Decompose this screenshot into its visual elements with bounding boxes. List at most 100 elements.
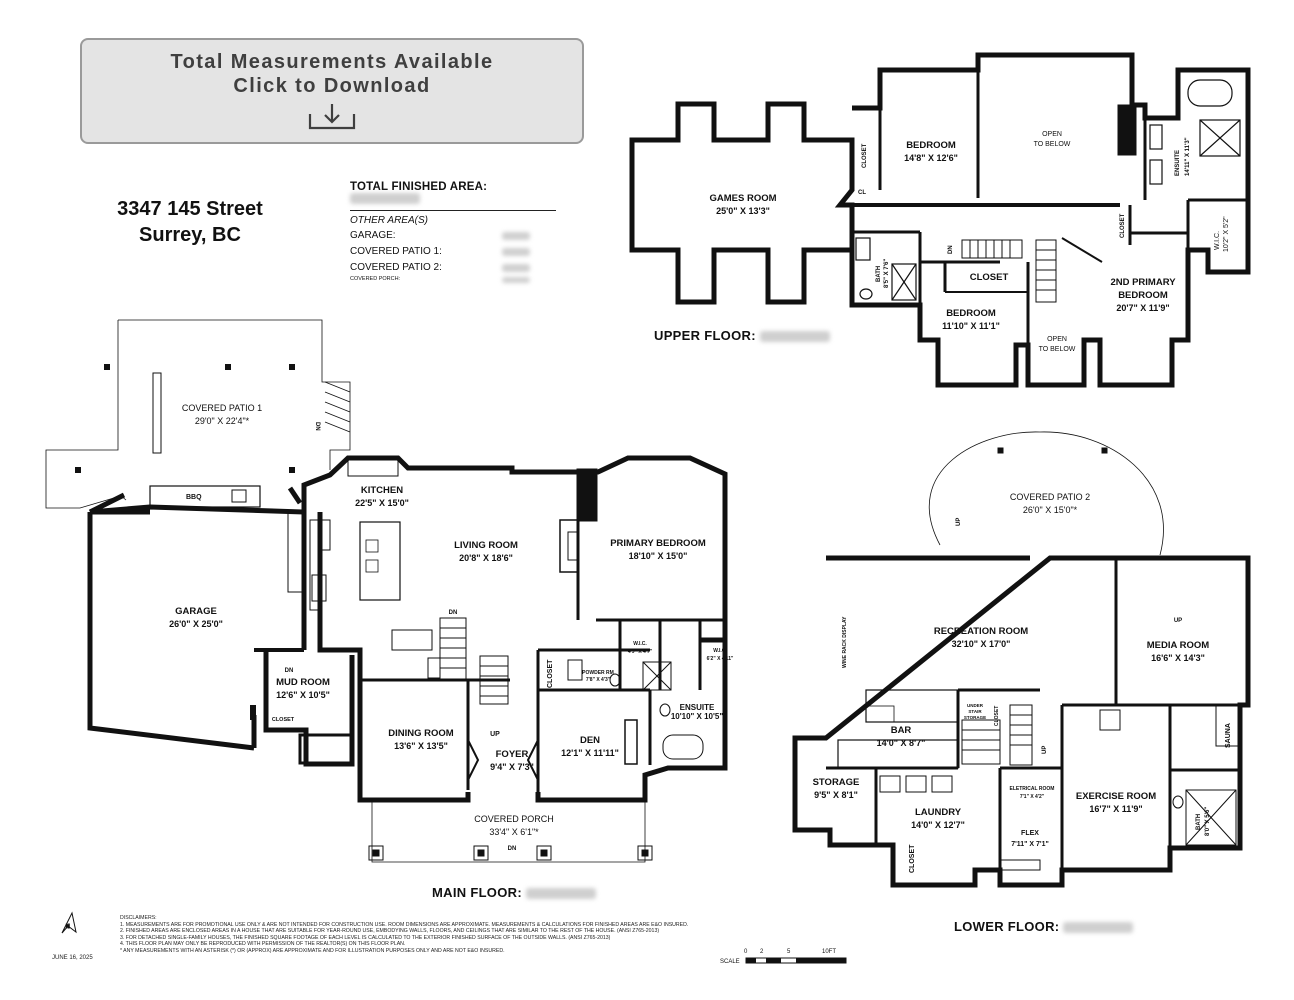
flex-dim: 7'11" X 7'1"	[1011, 841, 1049, 848]
property-address: 3347 145 Street Surrey, BC	[92, 196, 288, 248]
lower-room-labels: COVERED PATIO 2 26'0" X 15'0"* UP RECREA…	[813, 492, 1232, 873]
main-wic1-label: W.I.C.	[633, 641, 647, 647]
other-areas-label: OTHER AREA(S)	[350, 215, 428, 226]
laundry-dim: 14'0" X 12'7"	[911, 820, 965, 830]
powder-room-label: POWDER RM	[582, 670, 614, 676]
scale-label: SCALE	[720, 959, 740, 965]
download-button-line1: Total Measurements Available	[170, 51, 494, 73]
living-room-dim: 20'8" X 18'6"	[459, 553, 513, 563]
porch-area-row: COVERED PORCH:	[350, 276, 560, 286]
upper-bedroom2-label: BEDROOM	[946, 308, 996, 319]
upper-ensuite-label: ENSUITE	[1175, 150, 1181, 176]
upper-closet1-label: CLOSET	[862, 143, 868, 168]
disclaimers: DISCLAIMERS: 1. MEASUREMENTS ARE FOR PRO…	[120, 915, 720, 955]
lower-bath-label: BATH	[1196, 814, 1202, 830]
primary-bedroom-label: PRIMARY BEDROOM	[610, 538, 706, 549]
main-wic1-dim: 4'9" X 4'7"	[628, 649, 653, 655]
upper-cl-label: CL	[858, 190, 866, 196]
patio1-label: COVERED PATIO 1	[182, 403, 262, 413]
disclaimer-2: 2. FINISHED AREAS ARE ENCLOSED AREAS IN …	[120, 928, 660, 935]
scale-tick-2: 2	[760, 949, 764, 955]
main-wic2-dim: 6'2" X 4'11"	[707, 656, 734, 662]
upper-wic-label: W.I.C.	[1214, 231, 1221, 250]
porch-dn: DN	[508, 846, 517, 852]
upper-bath-label: BATH	[876, 266, 882, 282]
patio1-area-row: COVERED PATIO 1:	[350, 246, 560, 262]
patio1-area-value-redacted	[502, 248, 530, 256]
main-floor-title: MAIN FLOOR:	[432, 885, 522, 900]
storage-dim: 9'5" X 8'1"	[814, 790, 858, 800]
recreation-room-dim: 32'10" X 17'0"	[952, 639, 1011, 649]
lower-floor-plan	[792, 431, 1251, 888]
patio2-label: COVERED PATIO 2	[1010, 492, 1090, 502]
upper-closet3-label: CLOSET	[970, 272, 1009, 283]
mud-closet-label: CLOSET	[272, 717, 295, 723]
den-dim: 12'1" X 11'11"	[561, 748, 619, 758]
open-to-below2-l1: OPEN	[1047, 336, 1067, 343]
bbq-label: BBQ	[186, 494, 202, 501]
download-button-line2: Click to Download	[233, 75, 431, 97]
total-area-label: TOTAL FINISHED AREA:	[350, 181, 488, 193]
upper-floor-label: UPPER FLOOR:	[654, 328, 830, 343]
patio2-area-label: COVERED PATIO 2:	[350, 262, 442, 273]
understair-l1: UNDER	[967, 703, 984, 708]
storage-label: STORAGE	[813, 777, 860, 788]
scale-tick-5: 5	[787, 949, 791, 955]
main-room-labels: COVERED PATIO 1 29'0" X 22'4"* DN BBQ KI…	[169, 403, 734, 852]
scale-tick-0: 0	[744, 949, 748, 955]
download-measurements-button[interactable]: Total Measurements Available Click to Do…	[80, 38, 584, 144]
lower-floor-area-redacted	[1063, 922, 1134, 934]
exercise-room-dim: 16'7" X 11'9"	[1089, 804, 1142, 814]
disclaimers-title: DISCLAIMERS:	[120, 915, 157, 921]
patio2-area-row: COVERED PATIO 2:	[350, 262, 560, 276]
upper-wic-dim: 10'2" X 5'2"	[1223, 216, 1230, 252]
exercise-room-label: EXERCISE ROOM	[1076, 791, 1156, 802]
second-primary-l2: BEDROOM	[1118, 290, 1168, 301]
understair-l2: STAIR	[968, 709, 982, 714]
media-room-dim: 16'6" X 14'3"	[1151, 653, 1205, 663]
main-wic2-label: W.I.C.	[713, 648, 727, 654]
disclaimer-4: 4. THIS FLOOR PLAN MAY ONLY BE REPRODUCE…	[120, 941, 406, 948]
recreation-room-label: RECREATION ROOM	[934, 626, 1028, 637]
main-ensuite-label: ENSUITE	[680, 703, 715, 712]
second-primary-l1: 2ND PRIMARY	[1110, 277, 1176, 288]
upper-bedroom1-label: BEDROOM	[906, 140, 956, 151]
address-line2: Surrey, BC	[139, 224, 241, 246]
foyer-label: FOYER	[496, 749, 529, 760]
upper-room-labels: GAMES ROOM 25'0" X 13'3" CLOSET CL BEDRO…	[709, 131, 1230, 353]
scale-bar: SCALE 0 2 5 10FT	[720, 949, 847, 965]
bar-label: BAR	[891, 725, 912, 736]
foyer-up: UP	[490, 731, 500, 738]
second-primary-dim: 20'7" X 11'9"	[1116, 303, 1169, 313]
address-line1: 3347 145 Street	[117, 198, 263, 220]
main-floor-label: MAIN FLOOR:	[432, 885, 596, 900]
lower-floor-title: LOWER FLOOR:	[954, 919, 1060, 934]
patio1-dn: DN	[314, 422, 320, 431]
download-icon	[308, 104, 356, 130]
open-to-below2-l2: TO BELOW	[1039, 346, 1076, 353]
disclaimer-5: * ANY MEASUREMENTS WITH AN ASTERISK (*) …	[120, 947, 505, 954]
main-floor-plan	[45, 319, 728, 863]
sauna-label: SAUNA	[1225, 723, 1232, 748]
lower-stair-up: UP	[1042, 746, 1048, 754]
total-area-value-redacted	[350, 193, 420, 205]
upper-dn-label: DN	[948, 245, 954, 254]
garage-label: GARAGE	[175, 606, 217, 617]
upper-bath-dim: 8'5" X 7'6"	[884, 259, 890, 288]
north-arrow-icon: N	[61, 911, 77, 934]
den-label: DEN	[580, 735, 600, 746]
dining-room-label: DINING ROOM	[388, 728, 454, 739]
mud-room-dn: DN	[285, 668, 294, 674]
mud-room-label: MUD ROOM	[276, 677, 330, 688]
bar-dim: 14'0" X 8'7"	[877, 738, 926, 748]
laundry-closet-label: CLOSET	[909, 844, 916, 873]
upper-floor-title: UPPER FLOOR:	[654, 328, 756, 343]
living-room-label: LIVING ROOM	[454, 540, 518, 551]
flex-label: FLEX	[1021, 830, 1039, 837]
patio2-up: UP	[956, 518, 962, 526]
patio2-dim: 26'0" X 15'0"*	[1023, 505, 1078, 515]
understair-l3: STORAGE	[964, 715, 986, 720]
understair-closet: CLOSET	[994, 706, 1000, 726]
upper-floor-plan	[629, 52, 1251, 388]
